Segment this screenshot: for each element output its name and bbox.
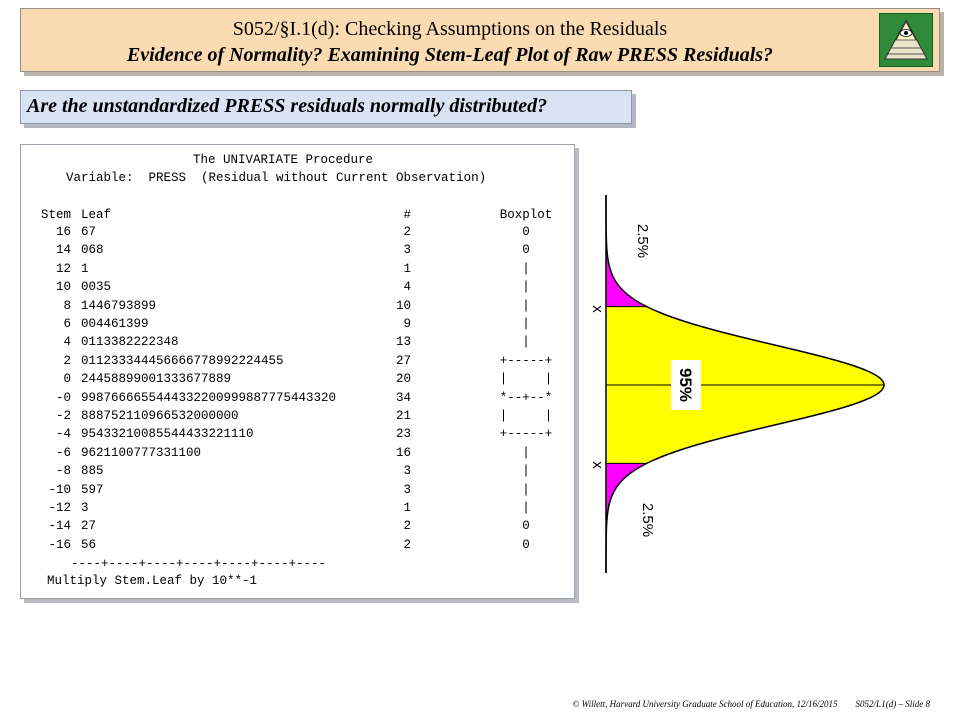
- boxplot-header: Boxplot: [499, 208, 553, 222]
- stem-value: 6: [63, 317, 71, 331]
- row-count: 3: [403, 464, 411, 479]
- leaf-values: 011233344456666778992224455: [81, 353, 284, 368]
- stem-header: Stem: [41, 208, 72, 222]
- procedure-title: The UNIVARIATE Procedure: [193, 153, 374, 167]
- row-count: 20: [395, 372, 411, 387]
- stem-value: -16: [48, 537, 71, 552]
- upper-tail-label: 2.5%: [634, 224, 651, 258]
- slide-title: S052/§I.1(d): Checking Assumptions on th…: [232, 18, 668, 40]
- stem-value: 12: [55, 261, 71, 276]
- row-count: 1: [403, 261, 411, 276]
- center-label: 95%: [676, 368, 695, 402]
- row-count: 4: [403, 280, 411, 295]
- leaf-values: 004461399: [81, 317, 149, 331]
- row-count: 27: [395, 353, 411, 368]
- multiply-note: Multiply Stem.Leaf by 10**-1: [47, 574, 258, 588]
- row-count: 3: [403, 243, 411, 258]
- row-count: 21: [395, 409, 411, 423]
- row-count: 3: [403, 482, 411, 497]
- axis-rule: ----+----+----+----+----+----+----: [71, 557, 327, 571]
- stem-value: 14: [55, 243, 71, 258]
- leaf-values: 597: [81, 482, 104, 497]
- stem-value: 8: [63, 298, 71, 313]
- boxplot-segment: | |: [499, 372, 553, 387]
- boxplot-segment: +-----+: [499, 353, 553, 368]
- lower-x-marker: x: [589, 461, 606, 469]
- lower-tail-label: 2.5%: [639, 503, 656, 537]
- stem-value: -14: [48, 519, 71, 534]
- stem-value: -12: [48, 501, 71, 515]
- leaf-header: Leaf: [81, 208, 112, 222]
- boxplot-segment: |: [522, 501, 530, 515]
- pyramid-logo-icon: [879, 13, 933, 67]
- boxplot-segment: |: [522, 261, 530, 276]
- stem-value: 2: [63, 353, 71, 368]
- row-count: 1: [403, 501, 411, 515]
- stem-value: 0: [63, 372, 71, 387]
- leaf-values: 56: [81, 537, 97, 552]
- lower-tail-region: [606, 463, 647, 573]
- leaf-values: 068: [81, 243, 104, 258]
- normal-curve-diagram: x x 2.5% 2.5% 95%: [589, 195, 885, 573]
- count-header: #: [403, 208, 411, 222]
- row-count: 34: [395, 390, 411, 405]
- row-count: 10: [395, 298, 411, 313]
- row-count: 2: [403, 519, 411, 534]
- slide-subtitle: Evidence of Normality? Examining Stem-Le…: [126, 44, 774, 66]
- row-count: 16: [395, 445, 411, 460]
- stem-value: -6: [55, 445, 71, 460]
- stem-value: 10: [55, 280, 71, 295]
- boxplot-segment: *--+--*: [499, 390, 553, 405]
- upper-tail-region: [606, 195, 646, 307]
- leaf-values: 67: [81, 225, 97, 239]
- boxplot-segment: 0: [522, 225, 530, 239]
- slide-number: S052/I.1(d) – Slide 8: [855, 699, 931, 709]
- leaf-values: 95433210085544433221110: [81, 427, 254, 442]
- stem-value: 16: [55, 225, 71, 239]
- stem-leaf-output-panel: The UNIVARIATE Procedure Variable: PRESS…: [20, 144, 575, 599]
- leaf-values: 27: [81, 519, 97, 534]
- boxplot-segment: |: [522, 317, 530, 331]
- leaf-values: 9621100777331100: [81, 445, 202, 460]
- row-count: 2: [403, 225, 411, 239]
- leaf-values: 9987666655444332200999887775443320: [81, 390, 337, 405]
- boxplot-segment: |: [522, 445, 530, 460]
- boxplot-segment: |: [522, 464, 530, 479]
- boxplot-segment: 0: [522, 243, 530, 258]
- normal-curve-outline: [605, 195, 885, 573]
- boxplot-segment: |: [522, 298, 530, 313]
- leaf-values: 0113382222348: [81, 335, 179, 350]
- boxplot-segment: |: [522, 280, 530, 295]
- stem-value: -8: [55, 464, 71, 479]
- boxplot-segment: | |: [499, 409, 553, 423]
- boxplot-segment: 0: [522, 519, 530, 534]
- boxplot-segment: |: [522, 335, 530, 350]
- variable-line: Variable: PRESS (Residual without Curren…: [66, 171, 487, 185]
- stem-value: -4: [55, 427, 71, 442]
- stem-value: -0: [55, 390, 71, 405]
- leaf-values: 888752110966532000000: [81, 409, 239, 423]
- boxplot-segment: |: [522, 482, 530, 497]
- stem-value: -10: [48, 482, 71, 497]
- title-banner: S052/§I.1(d): Checking Assumptions on th…: [20, 8, 940, 72]
- upper-x-marker: x: [589, 305, 606, 313]
- center-label-bg: [671, 360, 701, 410]
- row-count: 23: [395, 427, 411, 442]
- leaf-values: 3: [81, 501, 89, 515]
- boxplot-segment: +-----+: [499, 427, 553, 442]
- leaf-values: 1: [81, 261, 89, 276]
- row-count: 13: [395, 335, 411, 350]
- leaf-values: 0035: [81, 280, 112, 295]
- row-count: 9: [403, 317, 411, 331]
- boxplot-segment: 0: [522, 537, 530, 552]
- question-box: Are the unstandardized PRESS residuals n…: [20, 90, 632, 124]
- footer-credit: © Willett, Harvard University Graduate S…: [572, 699, 838, 709]
- row-count: 2: [403, 537, 411, 552]
- footer: © Willett, Harvard University Graduate S…: [573, 699, 930, 709]
- leaf-values: 1446793899: [81, 298, 157, 313]
- stem-value: -2: [55, 409, 71, 423]
- leaf-values: 24458899001333677889: [81, 372, 232, 387]
- stem-value: 4: [63, 335, 71, 350]
- leaf-values: 885: [81, 464, 104, 479]
